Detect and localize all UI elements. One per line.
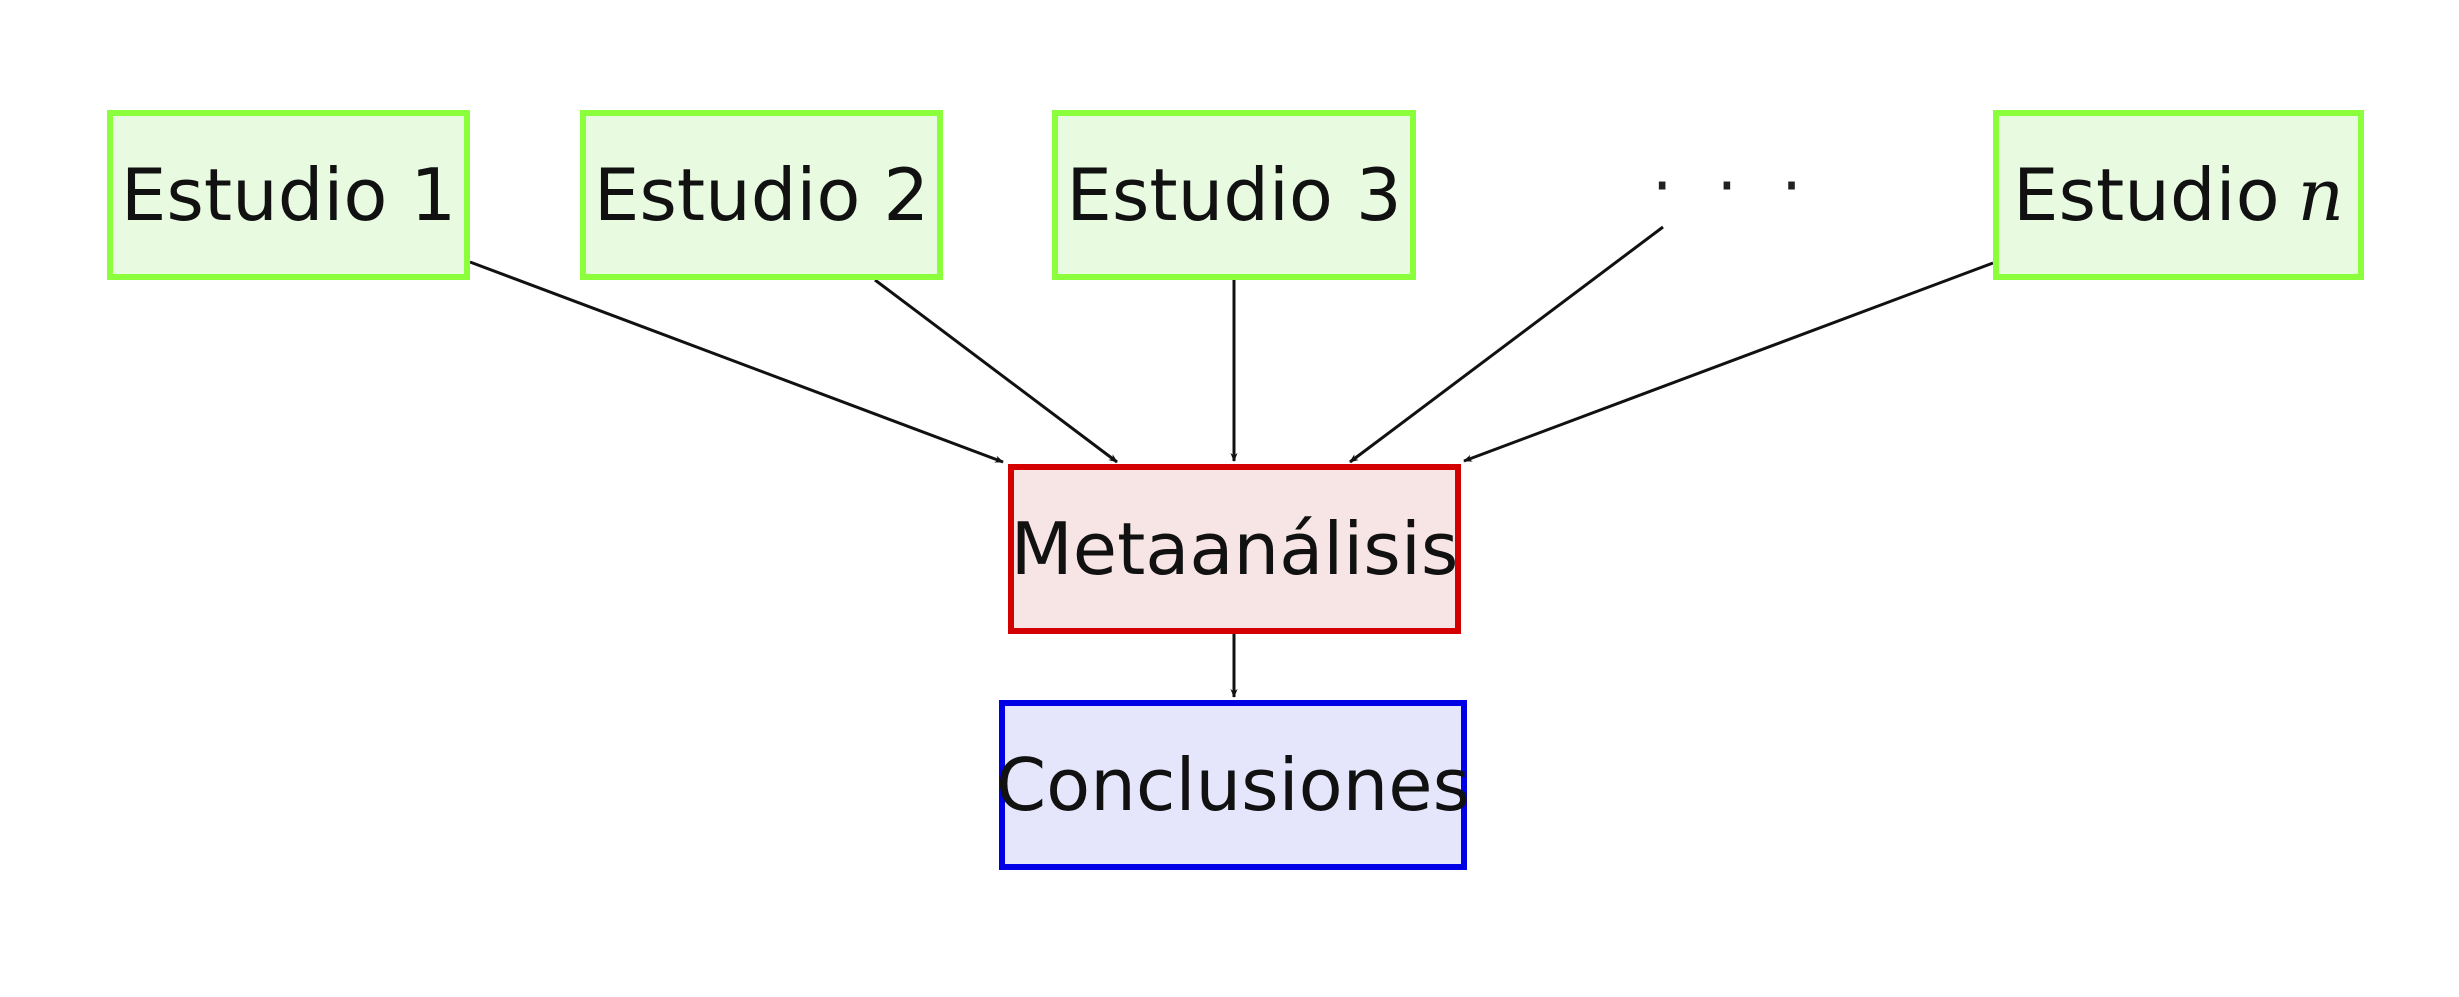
meta-analysis-label: Metaanálisis: [1010, 507, 1459, 591]
study-node-1-label: Estudio 1: [120, 153, 457, 237]
meta-analysis-node: Metaanálisis: [1008, 464, 1461, 634]
study-node-3: Estudio 3: [1052, 110, 1416, 280]
study-node-n: Estudio n: [1993, 110, 2364, 280]
edge-study1-meta: [469, 260, 1004, 464]
study-node-n-label: Estudio: [2013, 153, 2280, 237]
study-node-2: Estudio 2: [580, 110, 943, 280]
conclusions-label: Conclusiones: [995, 743, 1471, 827]
study-node-n-variable: n: [2297, 153, 2344, 237]
ellipsis-node: · · ·: [1652, 150, 1814, 224]
edge-dots-meta: [1349, 225, 1664, 464]
edge-study2-meta: [874, 278, 1118, 464]
study-node-2-label: Estudio 2: [593, 153, 930, 237]
conclusions-node: Conclusiones: [995, 700, 1471, 870]
edge-studyn-meta: [1463, 261, 1994, 463]
study-node-1: Estudio 1: [107, 110, 470, 280]
study-node-3-label: Estudio 3: [1066, 153, 1402, 237]
